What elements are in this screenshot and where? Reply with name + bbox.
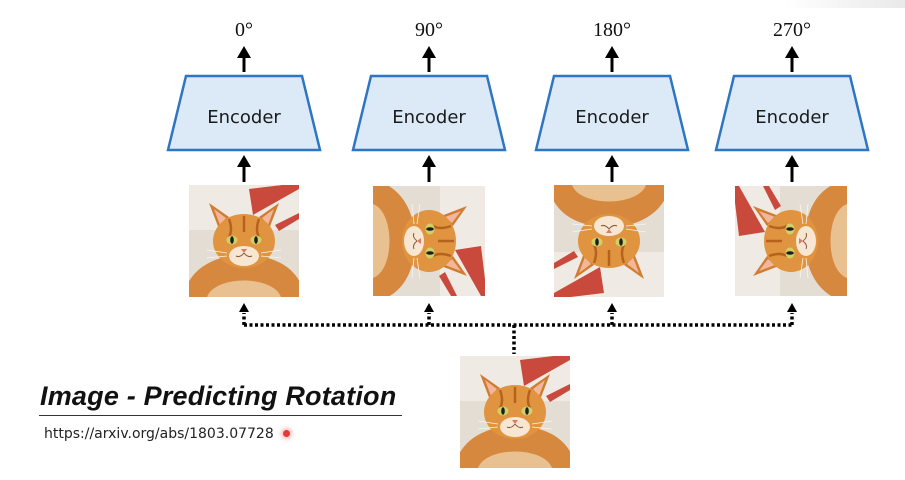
- small-arrow-up-icon: [239, 303, 249, 312]
- encoder-block-0: [166, 74, 322, 152]
- slide-title: Image - Predicting Rotation: [40, 381, 397, 411]
- cat-photo-original: [460, 356, 570, 468]
- angle-label-0: 0°: [235, 19, 253, 41]
- encoder-label-90: Encoder: [392, 107, 466, 128]
- small-arrow-up-icon: [787, 303, 797, 312]
- encoder-label-270: Encoder: [755, 107, 829, 128]
- angle-label-270: 270°: [773, 19, 811, 41]
- rotation-column-270: 270° Encoder: [714, 19, 870, 312]
- cat-photo-rotated-180: [554, 185, 664, 297]
- rotation-column-0: 0° Encoder: [166, 19, 322, 312]
- arrow-up-icon: [605, 46, 619, 72]
- encoder-block-270: [714, 74, 870, 152]
- arrow-up-icon: [605, 155, 619, 182]
- angle-label-180: 180°: [593, 19, 631, 41]
- arrow-up-icon: [237, 155, 251, 182]
- arrow-up-icon: [785, 155, 799, 182]
- mouse-cursor-dot-icon: [283, 430, 290, 437]
- arrow-up-icon: [422, 46, 436, 72]
- encoder-label-180: Encoder: [575, 107, 649, 128]
- cat-photo-rotated-270: [735, 186, 847, 296]
- rotation-column-90: 90° Encoder: [351, 19, 507, 312]
- cat-photo-rotated-90: [373, 186, 485, 296]
- cat-photo-rotated-0: [189, 185, 299, 297]
- arrow-up-icon: [785, 46, 799, 72]
- dotted-connector: [242, 313, 794, 354]
- top-edge-shadow: [785, 0, 905, 8]
- arrow-up-icon: [237, 46, 251, 72]
- arrow-up-icon: [422, 155, 436, 182]
- angle-label-90: 90°: [415, 19, 443, 41]
- encoder-block-90: [351, 74, 507, 152]
- small-arrow-up-icon: [607, 303, 617, 312]
- rotation-column-180: 180° Encoder: [534, 19, 690, 312]
- title-underline: [39, 415, 402, 416]
- small-arrow-up-icon: [424, 303, 434, 312]
- encoder-label-0: Encoder: [207, 107, 281, 128]
- encoder-block-180: [534, 74, 690, 152]
- paper-link[interactable]: https://arxiv.org/abs/1803.07728: [44, 426, 274, 442]
